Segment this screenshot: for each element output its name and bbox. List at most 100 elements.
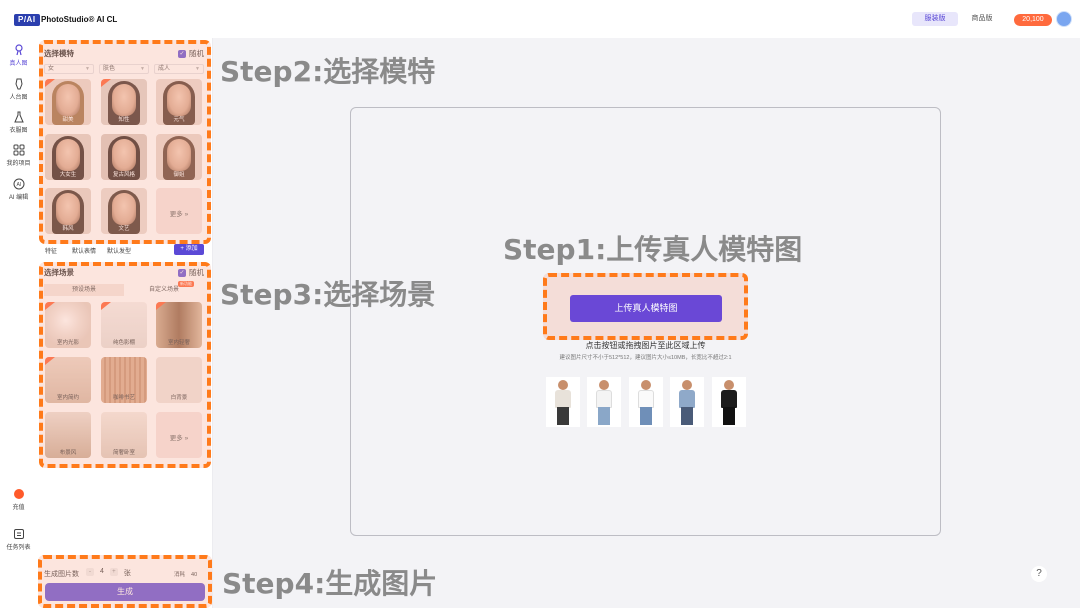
minus-icon[interactable]: -	[86, 568, 94, 576]
cost-label: 消耗	[174, 572, 186, 578]
scene-label: 室内光影	[56, 340, 79, 346]
more-models-button[interactable]: 更多 »	[156, 188, 202, 234]
scene-tile[interactable]: 室内简约	[45, 357, 91, 403]
scene-tile[interactable]: 简奢卧室	[101, 412, 147, 458]
model-label: 文艺	[118, 226, 130, 232]
random-label: 随机	[189, 49, 204, 58]
gender-value: 女	[48, 66, 55, 72]
model-label: 知性	[118, 117, 130, 123]
expression-select[interactable]: 默认表情	[72, 249, 97, 255]
scene-tile[interactable]: 纯色影棚	[101, 302, 147, 348]
upload-requirements: 建议图片尺寸不小于512*512，建议图片大小≤10MB，长宽比不超过2:1	[559, 355, 732, 361]
help-button[interactable]: ?	[1031, 566, 1047, 582]
scene-tile[interactable]: 室内光影	[45, 302, 91, 348]
model-tile[interactable]: 知性	[101, 79, 147, 125]
top-bar: P/AI PhotoStudio® AI CL 服装版 商品版 20,100	[0, 0, 1080, 38]
model-tile[interactable]: 甜美	[45, 79, 91, 125]
tab-product-edition[interactable]: 商品版	[971, 15, 993, 22]
scene-label: 咖啡书艺	[112, 395, 135, 401]
svg-text:AI: AI	[16, 182, 21, 188]
plus-icon[interactable]: +	[109, 568, 118, 576]
model-label: 甜美	[62, 117, 74, 123]
scene-tile[interactable]: 白背景	[156, 357, 202, 403]
tab-custom-scenes[interactable]: 自定义场景	[124, 284, 204, 296]
sample-model-image[interactable]	[629, 377, 663, 427]
nav-item-clothes[interactable]: 衣服图	[0, 111, 37, 134]
generate-button[interactable]: 生成	[45, 583, 205, 601]
sample-model-image[interactable]	[587, 377, 621, 427]
step3-highlight	[39, 262, 211, 468]
skin-value: 肤色	[103, 66, 116, 72]
chevrons-right-icon: »	[184, 211, 189, 218]
step4-highlight	[38, 555, 212, 608]
model-random-toggle[interactable]: ✓ 随机	[178, 48, 204, 59]
ai-icon: AI	[13, 178, 24, 190]
task-list-icon	[13, 529, 24, 539]
nav-item-mannequin[interactable]: 人台图	[0, 78, 37, 101]
sample-model-image[interactable]	[670, 377, 704, 427]
scene-label: 简奢卧室	[112, 450, 135, 456]
more-scenes-button[interactable]: 更多 »	[156, 412, 202, 458]
nav-label: AI 编辑	[8, 195, 29, 201]
model-label: 复古风格	[112, 172, 135, 178]
scene-section-title: 选择场景	[44, 268, 74, 277]
scene-tile[interactable]: 咖啡书艺	[101, 357, 147, 403]
model-tile[interactable]: 御姐	[156, 134, 202, 180]
model-tile[interactable]: 韩风	[45, 188, 91, 234]
more-label: 更多	[169, 211, 183, 218]
avatar[interactable]	[1056, 11, 1072, 27]
model-label: 大女生	[59, 172, 77, 178]
person-icon	[14, 44, 23, 56]
app-name: PhotoStudio® AI CL	[41, 15, 118, 24]
skin-select[interactable]: 肤色 ▼	[99, 64, 149, 74]
dress-icon	[13, 111, 24, 123]
age-select[interactable]: 成人▼	[154, 64, 204, 74]
nav-item-projects[interactable]: 我的项目	[0, 144, 37, 167]
model-label: 元气	[173, 117, 185, 123]
model-section-title: 选择模特	[44, 49, 74, 58]
left-nav: 真人图 人台图 衣服图 我的项目 AI AI 编辑 充值 任务列表	[0, 38, 37, 608]
hairstyle-select[interactable]: 默认发型	[107, 249, 132, 255]
sample-model-image[interactable]	[546, 377, 580, 427]
nav-label: 我的项目	[6, 161, 31, 167]
scene-tile[interactable]: 室内轻奢	[156, 302, 202, 348]
nav-item-tasks[interactable]: 任务列表	[0, 528, 37, 551]
upload-hint: 点击按钮或拖拽图片至此区域上传	[585, 341, 706, 350]
feature-label: 特征	[45, 249, 58, 255]
tab-preset-scenes[interactable]: 预设场景	[44, 284, 124, 296]
step4-label: Step4:生成图片	[222, 567, 438, 600]
image-count-unit: 张	[123, 570, 131, 577]
image-count-stepper[interactable]: - 4 + 张	[86, 568, 131, 578]
scene-tile[interactable]: 布景风	[45, 412, 91, 458]
age-value: 成人	[158, 66, 171, 72]
points-badge[interactable]: 20,100	[1014, 14, 1052, 26]
gender-select[interactable]: 女▼	[44, 64, 94, 74]
more-label: 更多	[169, 435, 183, 442]
step2-highlight	[39, 40, 211, 244]
cost-value: 40	[191, 572, 198, 578]
tab-clothing-edition[interactable]: 服装版	[912, 12, 958, 26]
nav-label: 任务列表	[6, 545, 31, 551]
sample-model-image[interactable]	[712, 377, 746, 427]
model-tile[interactable]: 文艺	[101, 188, 147, 234]
random-label: 随机	[189, 268, 204, 277]
upload-model-button[interactable]: 上传真人模特图	[570, 295, 722, 322]
nav-item-real-person[interactable]: 真人图	[0, 44, 37, 67]
add-feature-button[interactable]: + 添加	[174, 244, 204, 255]
nav-item-ai-edit[interactable]: AI AI 编辑	[0, 178, 37, 201]
coin-icon	[13, 489, 24, 499]
checkbox-icon: ✓	[178, 49, 186, 58]
step3-label: Step3:选择场景	[220, 278, 436, 311]
model-tile[interactable]: 复古风格	[101, 134, 147, 180]
model-tile[interactable]: 元气	[156, 79, 202, 125]
mannequin-icon	[14, 78, 23, 90]
chevron-down-icon: ▼	[140, 66, 145, 72]
scene-random-toggle[interactable]: ✓ 随机	[178, 267, 204, 278]
chevrons-right-icon: »	[184, 435, 189, 442]
model-label: 韩风	[62, 226, 74, 232]
model-label: 御姐	[173, 172, 185, 178]
chevron-down-icon: ▼	[85, 66, 90, 72]
nav-item-recharge[interactable]: 充值	[0, 488, 37, 511]
model-tile[interactable]: 大女生	[45, 134, 91, 180]
scene-label: 布景风	[59, 450, 77, 456]
